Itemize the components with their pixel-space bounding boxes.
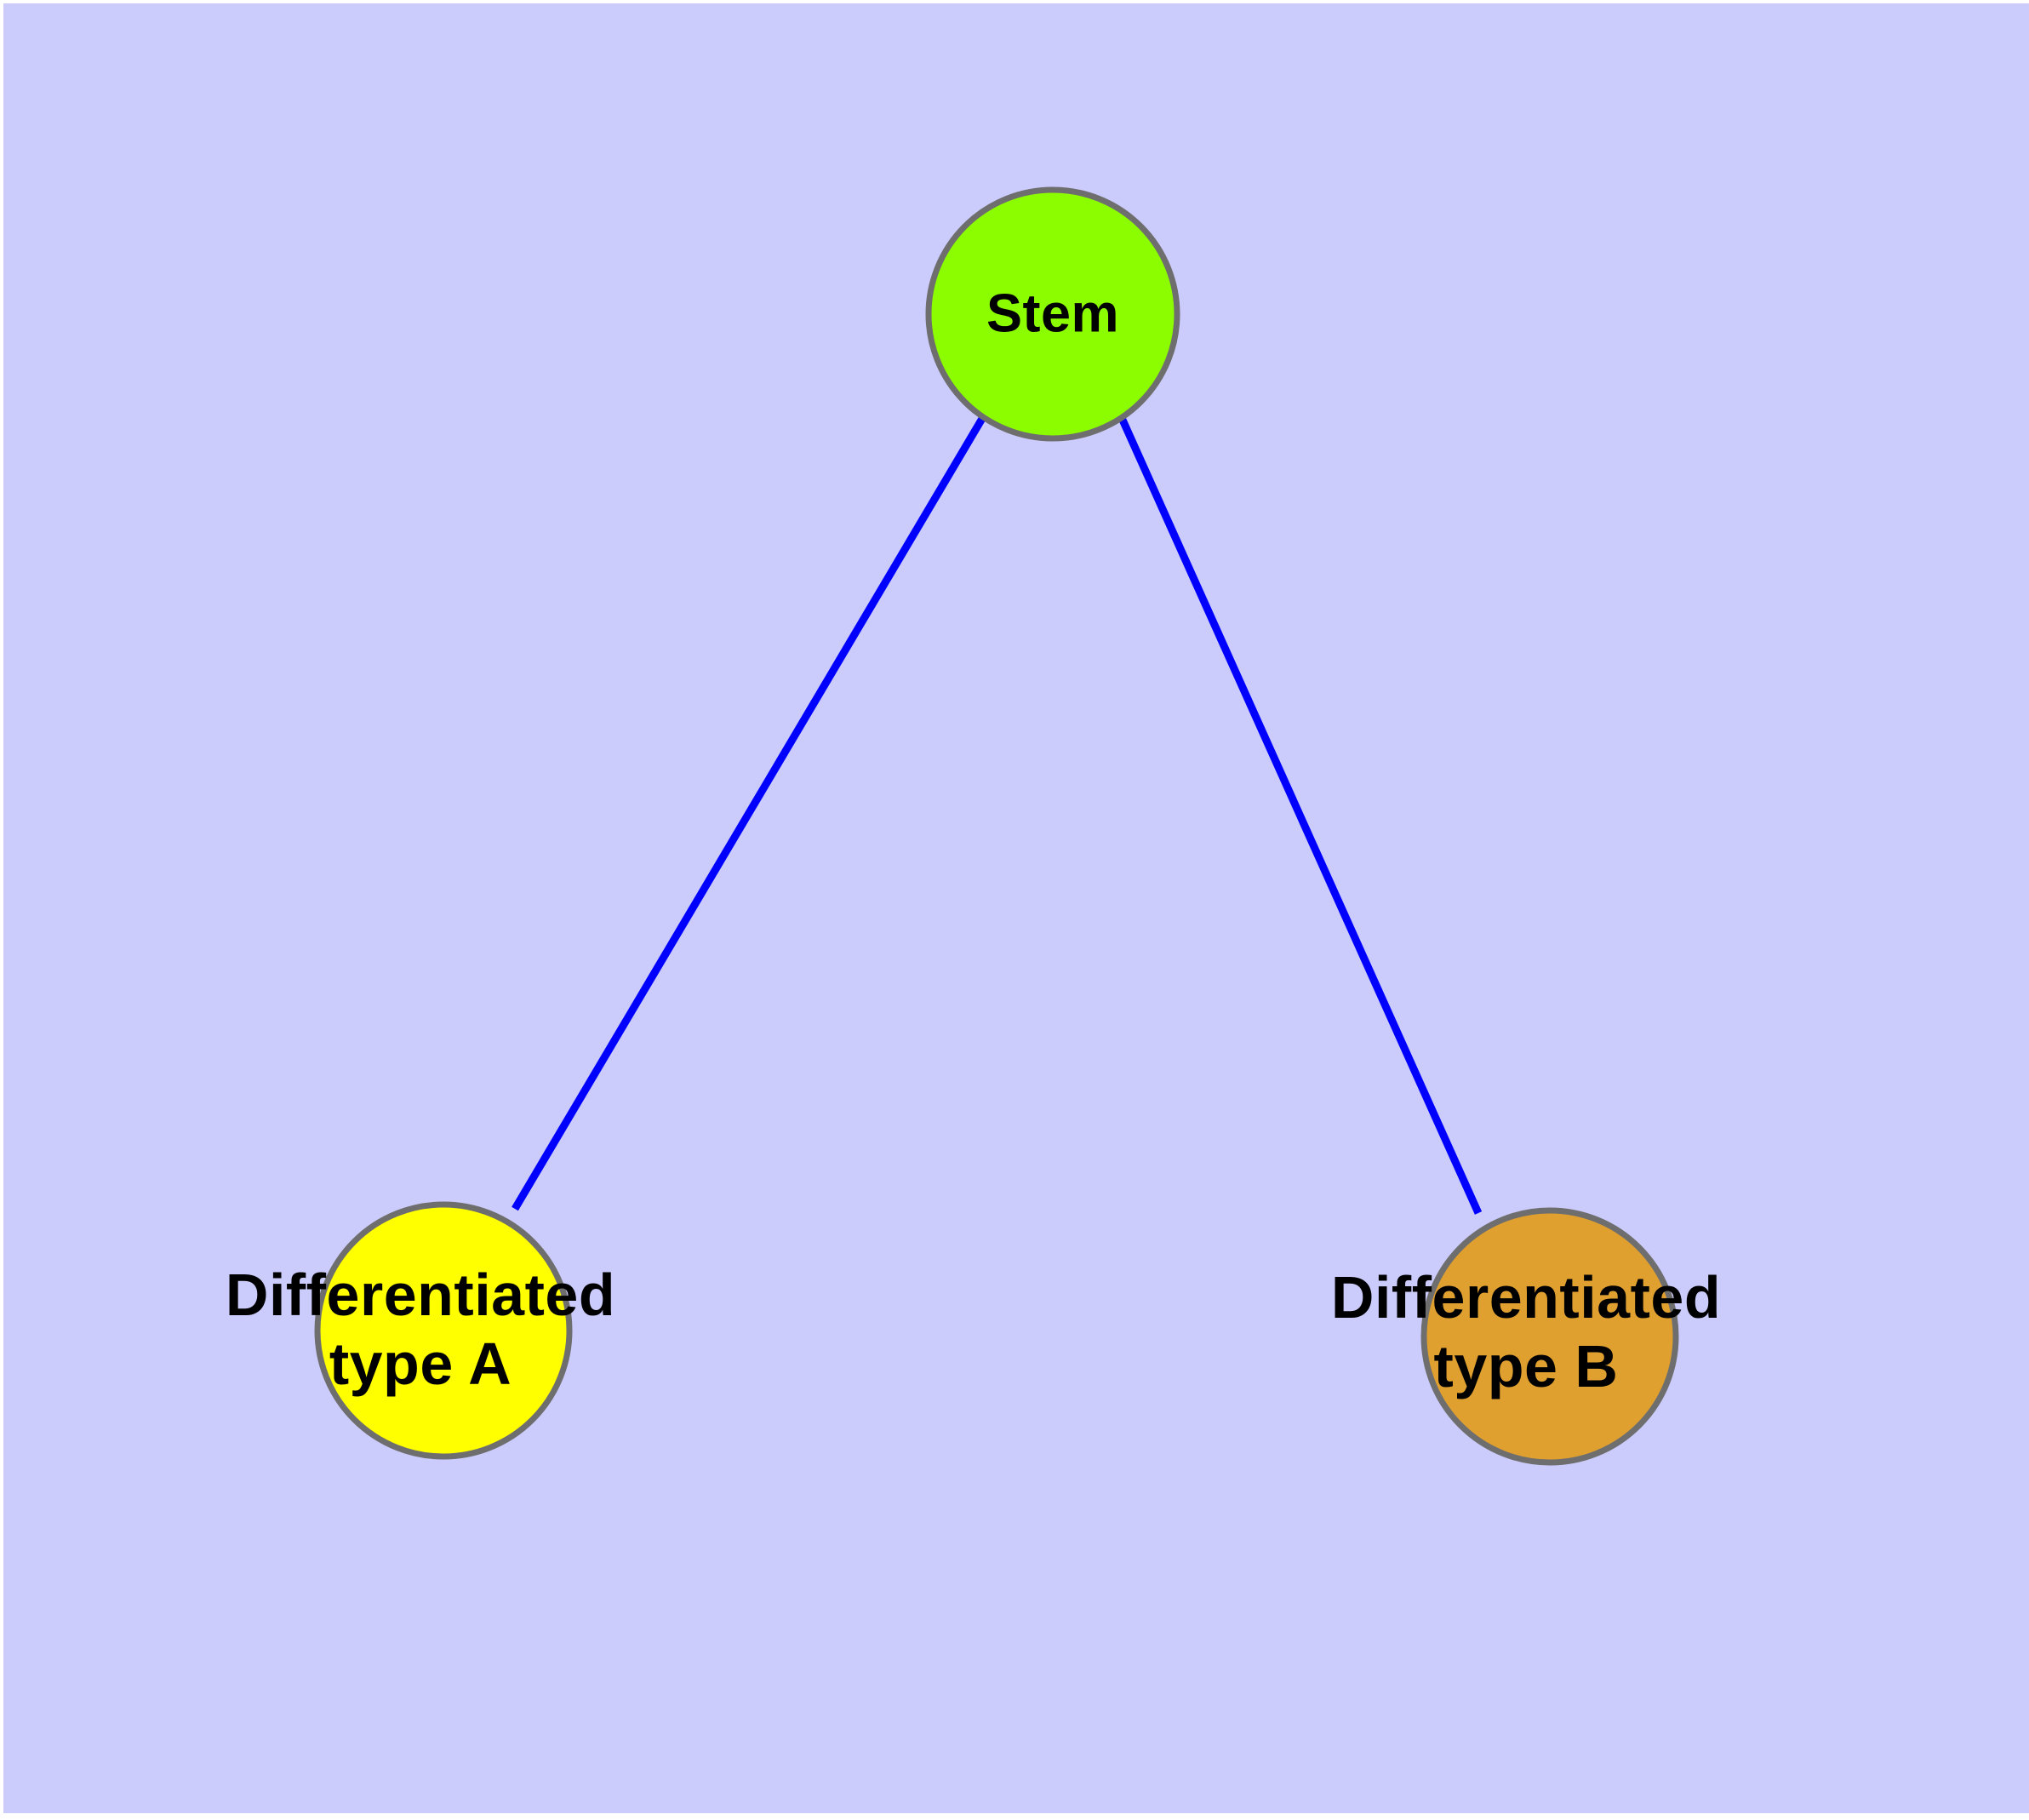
edge-stem-to-diff-b [1117,416,1483,1215]
edge-layer [512,415,1483,1215]
edge-stem-to-diff-a [512,415,986,1211]
node-circle-stem[interactable] [925,186,1180,442]
node-layer [314,186,1679,1466]
node-circle-diff-a[interactable] [314,1201,573,1460]
node-circle-diff-b[interactable] [1420,1207,1679,1466]
